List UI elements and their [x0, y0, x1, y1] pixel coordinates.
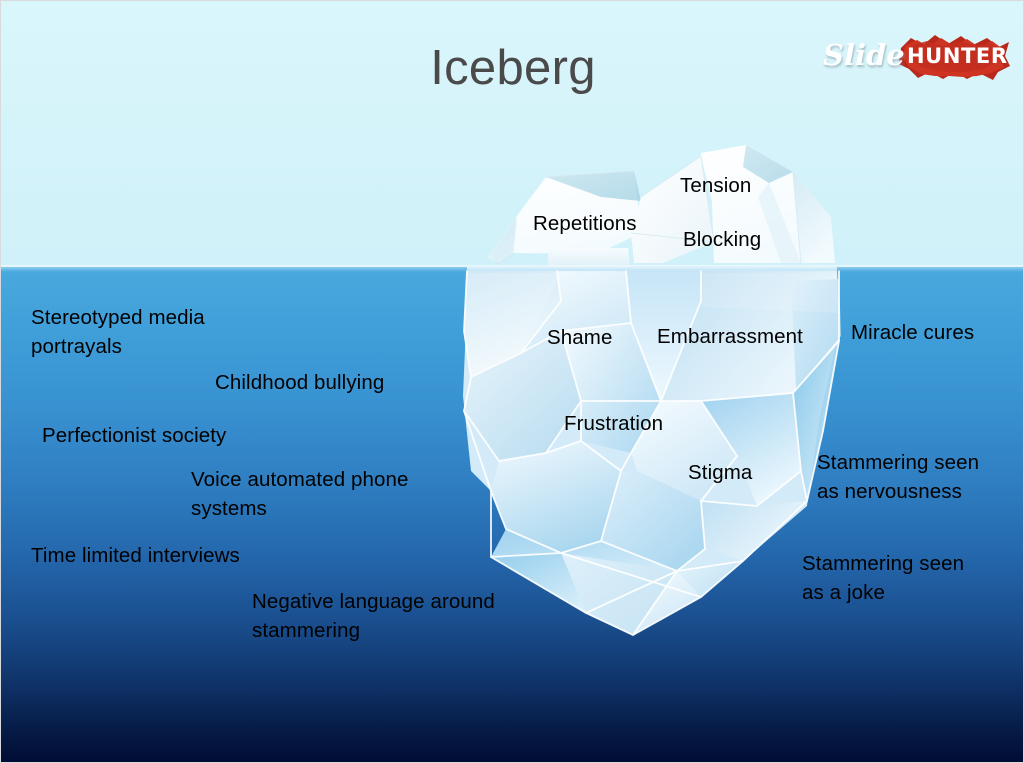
- label-repetitions: Repetitions: [533, 212, 637, 235]
- logo-badge-shape: [899, 35, 1010, 80]
- label-stammering-seen-as-a-joke: Stammering seen as a joke: [802, 552, 965, 604]
- label-blocking: Blocking: [683, 228, 762, 251]
- logo-hunter-word: HUNTER: [907, 44, 1008, 68]
- label-frustration: Frustration: [564, 412, 664, 435]
- label-childhood-bullying: Childhood bullying: [215, 371, 385, 394]
- iceberg-tip: [488, 145, 835, 267]
- waterline-highlight: [1, 265, 1023, 272]
- slidehunter-logo: Slide HUNTER: [819, 30, 1011, 84]
- label-stammering-seen-as-nervousness: Stammering seen as nervousness: [817, 451, 980, 503]
- label-negative-language-around-stammering: Negative language around stammering: [252, 590, 495, 642]
- label-voice-automated-phone-systems: Voice automated phone systems: [191, 468, 409, 520]
- page-title: Iceberg: [430, 41, 596, 95]
- iceberg-submerged: [463, 270, 841, 637]
- label-miracle-cures: Miracle cures: [851, 321, 975, 344]
- sky-background: [1, 1, 1023, 267]
- label-time-limited-interviews: Time limited interviews: [31, 544, 240, 567]
- label-stereotyped-media-portrayals: Stereotyped media portrayals: [31, 306, 205, 358]
- label-stigma: Stigma: [688, 461, 753, 484]
- label-embarrassment: Embarrassment: [657, 325, 803, 348]
- label-shame: Shame: [547, 326, 613, 349]
- label-perfectionist-society: Perfectionist society: [42, 424, 227, 447]
- logo-slide-word: Slide: [823, 38, 905, 72]
- label-tension: Tension: [680, 174, 752, 197]
